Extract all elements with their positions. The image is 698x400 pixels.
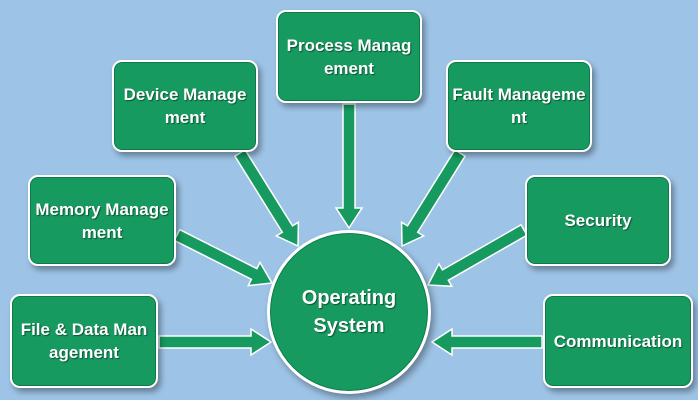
node-memory-management-label: Memory Management bbox=[35, 199, 169, 242]
arrow-memory bbox=[173, 228, 274, 287]
arrow-communication bbox=[430, 327, 543, 357]
arrow-security bbox=[426, 223, 529, 288]
node-communication-label: Communication bbox=[553, 331, 683, 351]
arrow-process bbox=[334, 103, 364, 230]
node-file-data-management: File & Data Management bbox=[10, 294, 158, 388]
node-device-management: Device Management bbox=[112, 60, 258, 152]
node-device-management-label: Device Management bbox=[123, 85, 247, 127]
arrow-fault bbox=[400, 148, 467, 248]
node-fault-management: Fault Management bbox=[446, 60, 592, 152]
operating-system-hub: Operating System bbox=[267, 230, 431, 394]
node-file-data-management-label: File & Data Management bbox=[20, 320, 148, 362]
node-process-management: Process Management bbox=[276, 10, 422, 103]
node-communication: Communication bbox=[543, 294, 693, 388]
node-memory-management: Memory Management bbox=[28, 175, 176, 266]
node-security: Security bbox=[525, 175, 671, 266]
arrow-device bbox=[233, 148, 300, 248]
operating-system-label: Operating System bbox=[301, 287, 397, 337]
arrow-file bbox=[158, 327, 273, 357]
node-security-label: Security bbox=[564, 211, 632, 230]
node-fault-management-label: Fault Management bbox=[452, 85, 586, 127]
node-process-management-label: Process Management bbox=[286, 35, 412, 78]
